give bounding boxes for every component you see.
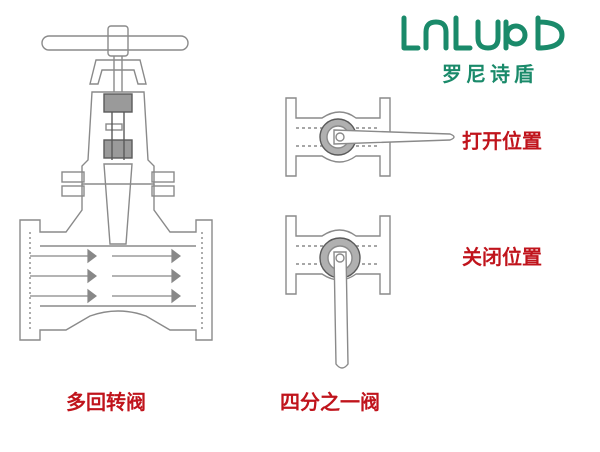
open-handle — [333, 129, 455, 145]
gate-valve-drawing — [19, 25, 213, 341]
closed-position-label: 关闭位置 — [462, 245, 542, 269]
gland — [103, 139, 133, 159]
ball-valve-open — [285, 97, 455, 177]
brand-name: 罗尼诗盾 — [442, 62, 538, 86]
handwheel — [41, 35, 189, 51]
closed-handle — [333, 251, 349, 369]
logo-letter-n — [423, 19, 449, 51]
logo-letter-l — [401, 15, 421, 51]
packing — [103, 93, 133, 113]
gate-wedge — [103, 163, 133, 245]
gate-valve-caption: 多回转阀 — [66, 390, 146, 414]
open-body — [285, 97, 391, 177]
yoke — [89, 59, 147, 85]
valve-body — [19, 184, 213, 341]
logo-letter-d — [535, 15, 565, 51]
brand-logo — [401, 15, 565, 51]
logo-letter-l2 — [453, 15, 473, 51]
quarter-turn-valve-caption: 四分之一阀 — [280, 390, 380, 414]
open-position-label: 打开位置 — [462, 129, 542, 153]
flow-arrows — [30, 248, 181, 304]
closed-body — [285, 215, 391, 295]
logo-letter-u — [475, 19, 501, 51]
handwheel-hub — [107, 25, 129, 57]
ball-valve-closed — [285, 215, 391, 369]
logo-gear-icon — [503, 19, 528, 51]
